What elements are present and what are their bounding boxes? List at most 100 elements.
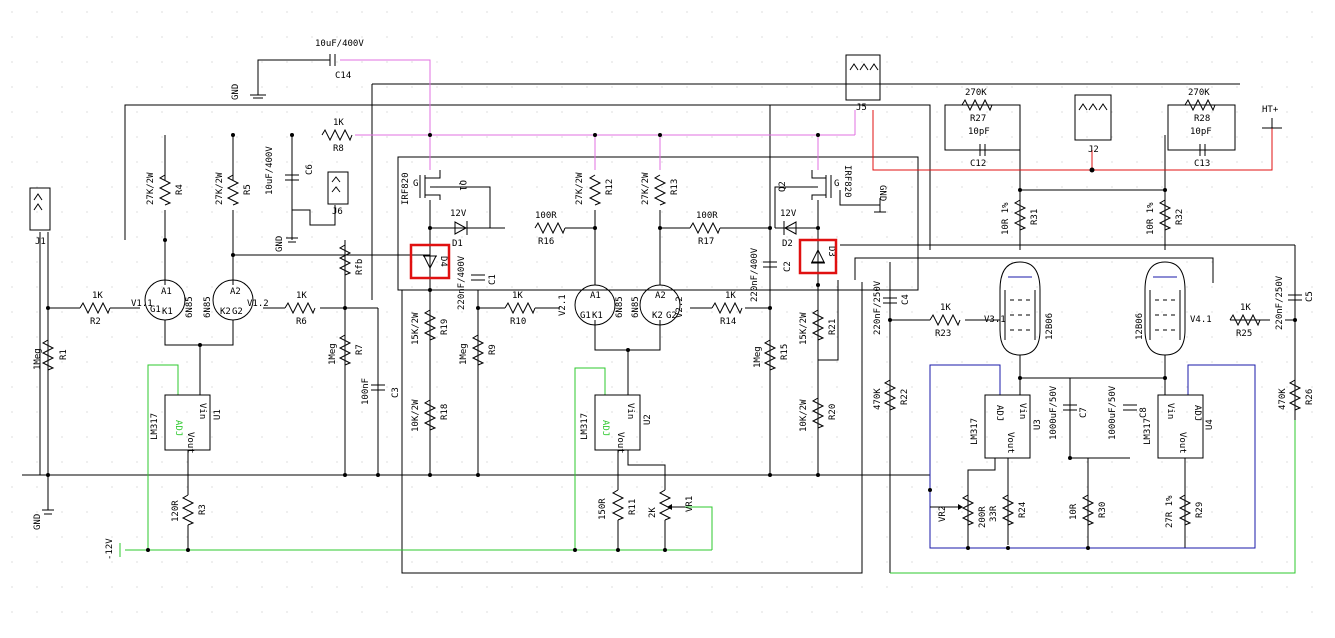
v1-1-label: V1.1 bbox=[131, 299, 153, 309]
ht-red-wires bbox=[872, 110, 1273, 171]
black-wires bbox=[22, 59, 1296, 574]
resistors-r31-text: R31 bbox=[1030, 209, 1040, 225]
u4-label: U4 bbox=[1205, 419, 1215, 430]
resistors-r12v-text: 27K/2W bbox=[575, 172, 585, 205]
v1-type-label: 6N85 bbox=[185, 296, 195, 318]
resistors-r29v-text: 27R 1% bbox=[1165, 495, 1175, 528]
capacitors-c3v-text: 100nF bbox=[361, 378, 371, 405]
neg12-supply: -12V bbox=[105, 538, 121, 560]
resistors-r17-text: R17 bbox=[698, 237, 714, 247]
u4-type: LM317 bbox=[1143, 418, 1153, 445]
d1-label: D1 bbox=[452, 239, 463, 249]
capacitors-c8-text: C8 bbox=[1139, 407, 1149, 418]
pins-k1-text: K1 bbox=[162, 307, 173, 317]
pins-g2-text: G2 bbox=[232, 307, 243, 317]
resistors-r29-text: R29 bbox=[1195, 502, 1205, 518]
connector-j1: J1 bbox=[29, 187, 51, 247]
d4-highlight-box bbox=[409, 243, 451, 280]
resistors-r21-text: R21 bbox=[828, 319, 838, 335]
ground-symbol-left: GND bbox=[33, 475, 54, 530]
resistors-r9v-text: 1Meg bbox=[459, 343, 469, 365]
connector-j6: J6 bbox=[327, 171, 349, 217]
resistors-r28-text: R28 bbox=[1194, 114, 1210, 124]
resistors-r18-text: R18 bbox=[440, 404, 450, 420]
resistors-r30v-text: 10R bbox=[1069, 503, 1079, 520]
regulator-u4: ADJ Vin Vout LM317 U4 bbox=[1143, 394, 1215, 459]
capacitors-c14v-text: 10uF/400V bbox=[315, 39, 364, 49]
d4-label: D4 bbox=[438, 256, 448, 267]
regulator-blue-wires bbox=[929, 364, 1256, 549]
capacitors-c1v-text: 220nF/400V bbox=[457, 255, 467, 310]
capacitors-c7-text: C7 bbox=[1079, 407, 1089, 418]
resistors-r6v-text: 1K bbox=[296, 291, 307, 301]
capacitors-c8v-text: 1000uF/50V bbox=[1108, 385, 1118, 440]
resistors-r1-text: R1 bbox=[59, 349, 69, 360]
neg12-green-wires bbox=[125, 364, 1296, 574]
regulators-vout-text: Vout bbox=[1005, 432, 1015, 454]
tube-v3-1: V3.1 12B06 bbox=[984, 261, 1055, 356]
resistors-r19-text: R19 bbox=[440, 319, 450, 335]
resistors-r16-text: R16 bbox=[538, 237, 554, 247]
resistors-r27v-text: 270K bbox=[965, 88, 987, 98]
pins-k1-text: K1 bbox=[592, 311, 603, 321]
resistors-r4v-text: 27K/2W bbox=[146, 172, 156, 205]
v2-1-label: V2.1 bbox=[558, 294, 568, 316]
capacitors-c5-text: C5 bbox=[1305, 291, 1315, 302]
regulators-vin-text: Vin bbox=[625, 403, 635, 419]
pins-a1-text: A1 bbox=[161, 287, 172, 297]
connector-j2: J2 bbox=[1074, 94, 1112, 155]
j5-label: J5 bbox=[856, 103, 867, 113]
regulators-vin-text: Vin bbox=[197, 403, 207, 419]
resistors-r5-text: R5 bbox=[243, 184, 253, 195]
v2-2-label: V2.2 bbox=[675, 296, 685, 318]
ht-label: HT+ bbox=[1262, 105, 1279, 115]
resistors-r10-text: R10 bbox=[510, 317, 526, 327]
capacitors-c2-text: C2 bbox=[783, 261, 793, 272]
regulators-vout-text: Vout bbox=[615, 432, 625, 454]
resistors-r28v-text: 270K bbox=[1188, 88, 1210, 98]
d3-label: D3 bbox=[826, 246, 836, 257]
resistors-r11v-text: 150R bbox=[598, 498, 608, 520]
v4-type-label: 12B06 bbox=[1135, 313, 1145, 340]
resistors-rfb-text: Rfb bbox=[355, 259, 365, 275]
resistors-vr2v-text: 200R bbox=[978, 506, 988, 528]
resistors-r32v-text: 10R 1% bbox=[1146, 202, 1156, 235]
gnd-label-top: GND bbox=[231, 84, 241, 100]
resistors-r7-text: R7 bbox=[355, 344, 365, 355]
v1-2-label: V1.2 bbox=[247, 299, 269, 309]
u3-label: U3 bbox=[1033, 419, 1043, 430]
regulators-adj-text: ADJ bbox=[600, 420, 610, 436]
v4-1-label: V4.1 bbox=[1190, 315, 1212, 325]
resistors-r13-text: R13 bbox=[670, 179, 680, 195]
regulators-vout-text: Vout bbox=[185, 432, 195, 454]
resistors-r25-text: R25 bbox=[1236, 329, 1252, 339]
u2-type: LM317 bbox=[580, 413, 590, 440]
v1-type-label-b: 6N85 bbox=[203, 296, 213, 318]
capacitors-c6v-text: 10uF/400V bbox=[265, 146, 275, 195]
tube-v1-1: V1.1 A1 G1 K1 6N85 bbox=[131, 279, 195, 321]
d2-label: D2 bbox=[782, 239, 793, 249]
pins-g2-text: G2 bbox=[666, 311, 677, 321]
zener-d1: 12V D1 bbox=[450, 209, 468, 249]
tube-v1-2: V1.2 A2 G2 K2 6N85 bbox=[203, 279, 269, 321]
pins-k2-text: K2 bbox=[220, 307, 231, 317]
diode-d3: D3 bbox=[798, 238, 838, 275]
resistors-r8-text: R8 bbox=[333, 144, 344, 154]
resistors-r20v-text: 10K/2W bbox=[799, 399, 809, 432]
j2-label: J2 bbox=[1088, 145, 1099, 155]
capacitors-c3-text: C3 bbox=[391, 387, 401, 398]
resistors-r11-text: R11 bbox=[628, 499, 638, 515]
resistors-r15-text: R15 bbox=[780, 344, 790, 360]
pins-a2-text: A2 bbox=[230, 287, 241, 297]
mosfets-gate-text: G bbox=[834, 179, 839, 189]
d2-zener-label: 12V bbox=[780, 209, 797, 219]
resistors-r22-text: R22 bbox=[900, 389, 910, 405]
pins-g1-text: G1 bbox=[580, 311, 591, 321]
u1-type: LM317 bbox=[150, 413, 160, 440]
mosfets-gate-text: G bbox=[413, 179, 418, 189]
mosfet-q2: Q2 IRF820 G bbox=[778, 165, 852, 200]
resistors-r14v-text: 1K bbox=[725, 291, 736, 301]
resistors-r26-text: R26 bbox=[1305, 389, 1315, 405]
pins-g1-text: G1 bbox=[150, 305, 161, 315]
